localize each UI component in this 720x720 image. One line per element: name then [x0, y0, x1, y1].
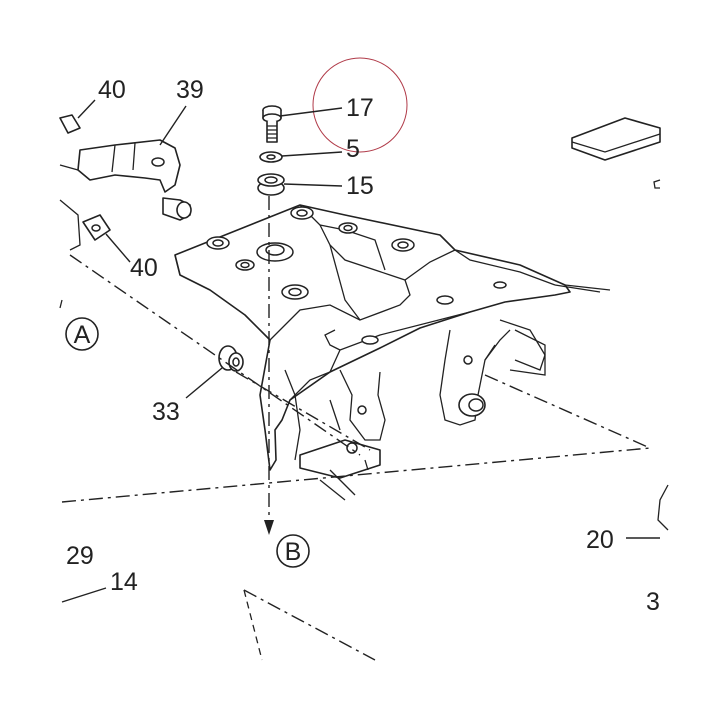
leader-40-top	[77, 99, 96, 119]
small-part-right	[653, 179, 661, 189]
axis-line-bottom	[61, 447, 651, 503]
reference-a: A	[65, 317, 99, 351]
axis-line-lower	[243, 589, 376, 661]
axis-line-a	[69, 254, 361, 456]
reference-b-letter: B	[285, 538, 302, 566]
axis-line-lower-2	[243, 589, 263, 661]
callout-40-top: 40	[98, 76, 126, 104]
plate-top-right	[571, 117, 661, 161]
callout-15: 15	[346, 172, 374, 200]
callout-14: 14	[110, 568, 138, 596]
left-margin	[0, 0, 60, 720]
leader-39	[159, 105, 187, 146]
callout-5: 5	[346, 135, 360, 163]
leader-33	[185, 367, 223, 399]
part-20-fragment	[657, 484, 669, 531]
leader-15	[283, 183, 343, 187]
short-tick-a	[59, 299, 63, 309]
callout-29: 29	[66, 542, 94, 570]
callout-20: 20	[586, 526, 614, 554]
frame-bracket	[174, 204, 611, 471]
frame-left-leg	[284, 369, 386, 501]
callout-3: 3	[646, 588, 660, 616]
leader-14	[61, 587, 107, 603]
axis-line-bushing	[235, 371, 371, 451]
callout-39: 39	[176, 76, 204, 104]
axis-line-right	[484, 374, 651, 449]
clip-40-top	[59, 114, 81, 134]
arrow-to-b	[264, 520, 274, 535]
callout-33: 33	[152, 398, 180, 426]
callout-40-bottom: 40	[130, 254, 158, 282]
bushing-33	[218, 345, 244, 372]
clip-40-bottom	[82, 214, 111, 241]
callout-17: 17	[346, 94, 374, 122]
highlight-circle	[312, 57, 408, 153]
bolt-17	[262, 105, 282, 143]
reference-b: B	[276, 534, 310, 568]
grommet-15	[257, 173, 285, 196]
bracket-39	[59, 139, 192, 251]
washer-5	[259, 151, 283, 163]
reference-a-letter: A	[74, 321, 91, 349]
frame-right-leg	[439, 329, 546, 426]
leader-5	[281, 151, 343, 157]
leader-17	[279, 107, 343, 117]
leader-40-bottom	[105, 233, 131, 263]
